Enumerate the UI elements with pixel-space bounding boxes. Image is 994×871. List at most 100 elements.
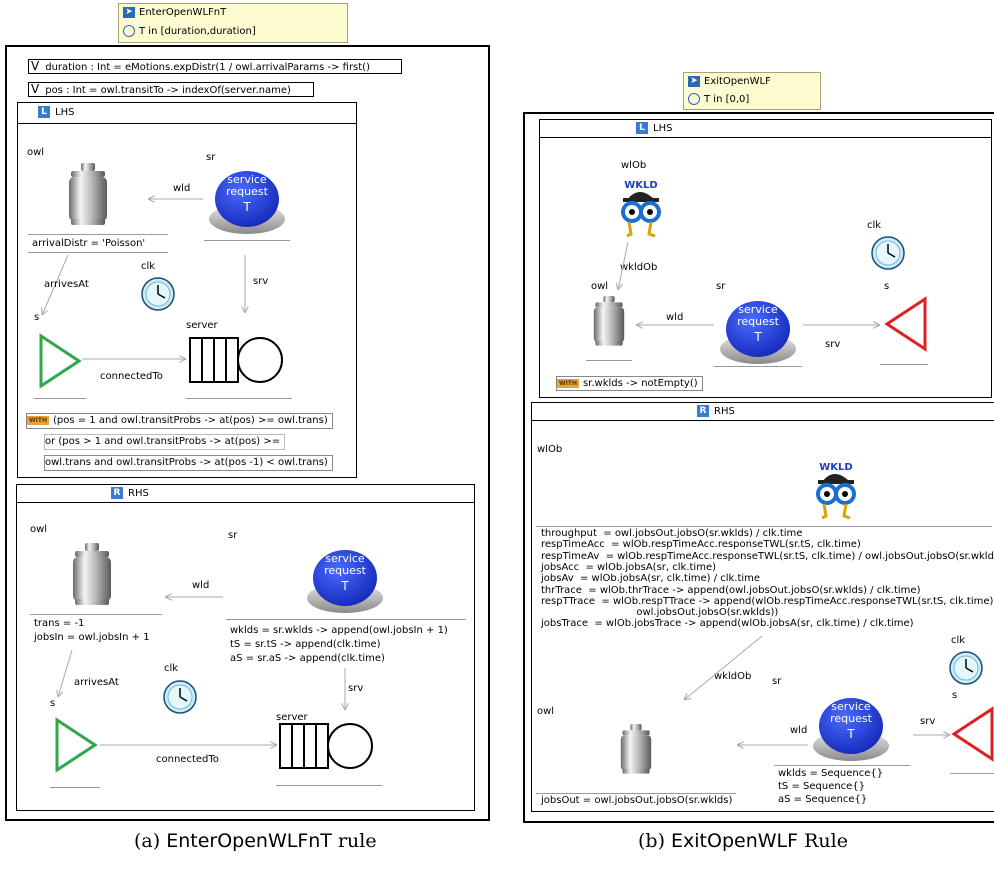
as-attr: aS = sr.aS -> append(clk.time) [230,653,385,664]
owl-label: owl [27,147,45,158]
rhs-attr-resp-t-trace-cont: owl.jobsOut.jobsO(sr.wklds)) [541,607,779,619]
rule-time: T in [duration,duration] [139,25,256,37]
exit-rhs-clk-label: clk [951,635,966,646]
exit-clk-label: clk [867,220,882,231]
exit-with-text: sr.wklds -> notEmpty() [582,378,698,389]
svg-text:request: request [324,564,367,577]
caption-a: (a) EnterOpenWLFnT rule [134,830,377,852]
exit-rhs-wkldob-label: wkldOb [714,671,752,682]
caption-a-suffix: rule [331,830,377,852]
svg-text:service: service [831,700,871,713]
exit-s-label: s [884,281,890,292]
exit-rhs-badge-icon: R [697,405,709,417]
exit-rhs-title: RHS [714,405,735,417]
rhs-attr-jobs-trace: jobsTrace = wlOb.jobsTrace -> append(wlO… [541,618,914,630]
exit-owl-label: owl [591,281,609,292]
with-icon: WITH [27,415,49,425]
rule-tag-exit: ➤ ExitOpenWLF T in [0,0] [683,72,821,110]
exit-rhs-wlob-label: wlOb [537,444,563,455]
exit-rhs-wld-label: wld [790,725,808,736]
rhs-attr-resp-time-acc: respTimeAcc = wlOb.respTimeAcc.responseT… [541,539,861,551]
lhs-title: LHS [55,106,75,118]
var-pos-text: pos : Int = owl.transitTo -> indexOf(ser… [45,85,291,96]
rhs-attr-thr-trace: thrTrace = wlOb.thrTrace -> append(owl.j… [541,584,921,596]
wlob-label: wlOb [621,160,647,171]
with-text-1: (pos = 1 and owl.transitProbs -> at(pos)… [52,415,328,426]
s-label: s [34,312,40,323]
rhs-source-triangle-icon [55,717,98,773]
svg-text:WKLD: WKLD [819,462,852,473]
svg-text:service: service [325,552,365,565]
exit-rhs-srv-label: srv [920,716,936,727]
rhs-owl-label: owl [30,524,48,535]
wklds-attr: wklds = sr.wklds -> append(owl.jobsIn + … [230,625,448,636]
exit-srv-label: srv [825,339,841,350]
rhs-arrives-at-label: arrivesAt [74,677,119,688]
sink-triangle-icon [884,296,927,352]
svg-text:request: request [830,712,873,725]
source-triangle-icon [39,333,82,389]
svg-text:request: request [737,315,780,328]
arrival-distr-attr: arrivalDistr = 'Poisson' [32,238,146,249]
rule-frame-exit [523,112,994,823]
rhs-wld-label: wld [192,580,210,591]
exit-service-request-button-icon: service request T [720,301,796,364]
rule-name: EnterOpenWLFnT [139,7,227,18]
exit-rule-time: T in [0,0] [704,93,750,105]
exit-with-icon: WITH [557,378,579,388]
caption-a-name: EnterOpenWLFnT [166,830,332,852]
svg-text:WKLD: WKLD [624,180,657,191]
with-condition-2: or (pos > 1 and owl.transitProbs -> at(p… [44,434,286,450]
trans-attr: trans = -1 [34,618,85,629]
caption-b-suffix: Rule [798,830,848,852]
exit-rule-name: ExitOpenWLF [704,76,771,87]
caption-b-prefix: (b) [638,830,672,852]
rhs-service-request-button-icon: service request T [307,550,383,613]
jobs-out-attr: jobsOut = owl.jobsOut.jobsO(sr.wklds) [541,795,733,806]
arrives-at-label: arrivesAt [44,279,89,290]
wkld-observer-icon: WKLD [621,180,661,238]
exit-rhs-service-request-button-icon: service request T [813,698,889,761]
rule-arrow-icon: ➤ [123,7,135,18]
exit-rule-arrow-icon: ➤ [688,76,700,87]
svg-text:T: T [753,330,762,344]
rhs-attr-jobs-av: jobsAv = wlOb.jobsA(sr, clk.time) / clk.… [541,573,761,585]
rhs-clk-label: clk [164,663,179,674]
rhs-attr-jobs-acc: jobsAcc = wlOb.jobsA(sr, clk.time) [541,561,716,573]
wkldob-label: wkldOb [620,262,658,273]
exit-lhs-title: LHS [653,122,673,134]
svg-text:request: request [226,185,269,198]
rhs-title: RHS [128,487,149,499]
exit-ts-attr: tS = Sequence{} [778,781,866,792]
ts-attr: tS = sr.tS -> append(clk.time) [230,639,381,650]
svg-text:service: service [227,173,267,186]
rhs-connected-to-label: connectedTo [156,754,219,765]
rhs-server-label: server [276,712,308,723]
exit-rhs-header: R RHS [532,403,994,421]
rhs-sr-label: sr [228,530,238,541]
svg-text:T: T [340,579,349,593]
with-text-2: or (pos > 1 and owl.transitProbs -> at(p… [45,436,281,447]
exit-wld-label: wld [666,312,684,323]
rhs-attr-resp-time-av: respTimeAv = wlOb.respTimeAcc.responseTW… [541,550,994,562]
jobs-in-attr: jobsIn = owl.jobsIn + 1 [34,632,150,643]
caption-b-name: ExitOpenWLF [671,830,799,852]
exit-rhs-sink-triangle-icon [951,706,994,762]
rhs-srv-label: srv [348,683,364,694]
exit-wklds-attr: wklds = Sequence{} [778,768,884,779]
exit-rhs-owl-label: owl [537,706,555,717]
connected-to-label: connectedTo [100,371,163,382]
svg-text:service: service [738,303,778,316]
with-condition-3: owl.trans and owl.transitProbs -> at(pos… [44,455,333,471]
exit-rhs-sr-label: sr [772,676,782,687]
exit-rhs-wkld-observer-icon: WKLD [816,462,856,520]
server-label: server [186,320,218,331]
